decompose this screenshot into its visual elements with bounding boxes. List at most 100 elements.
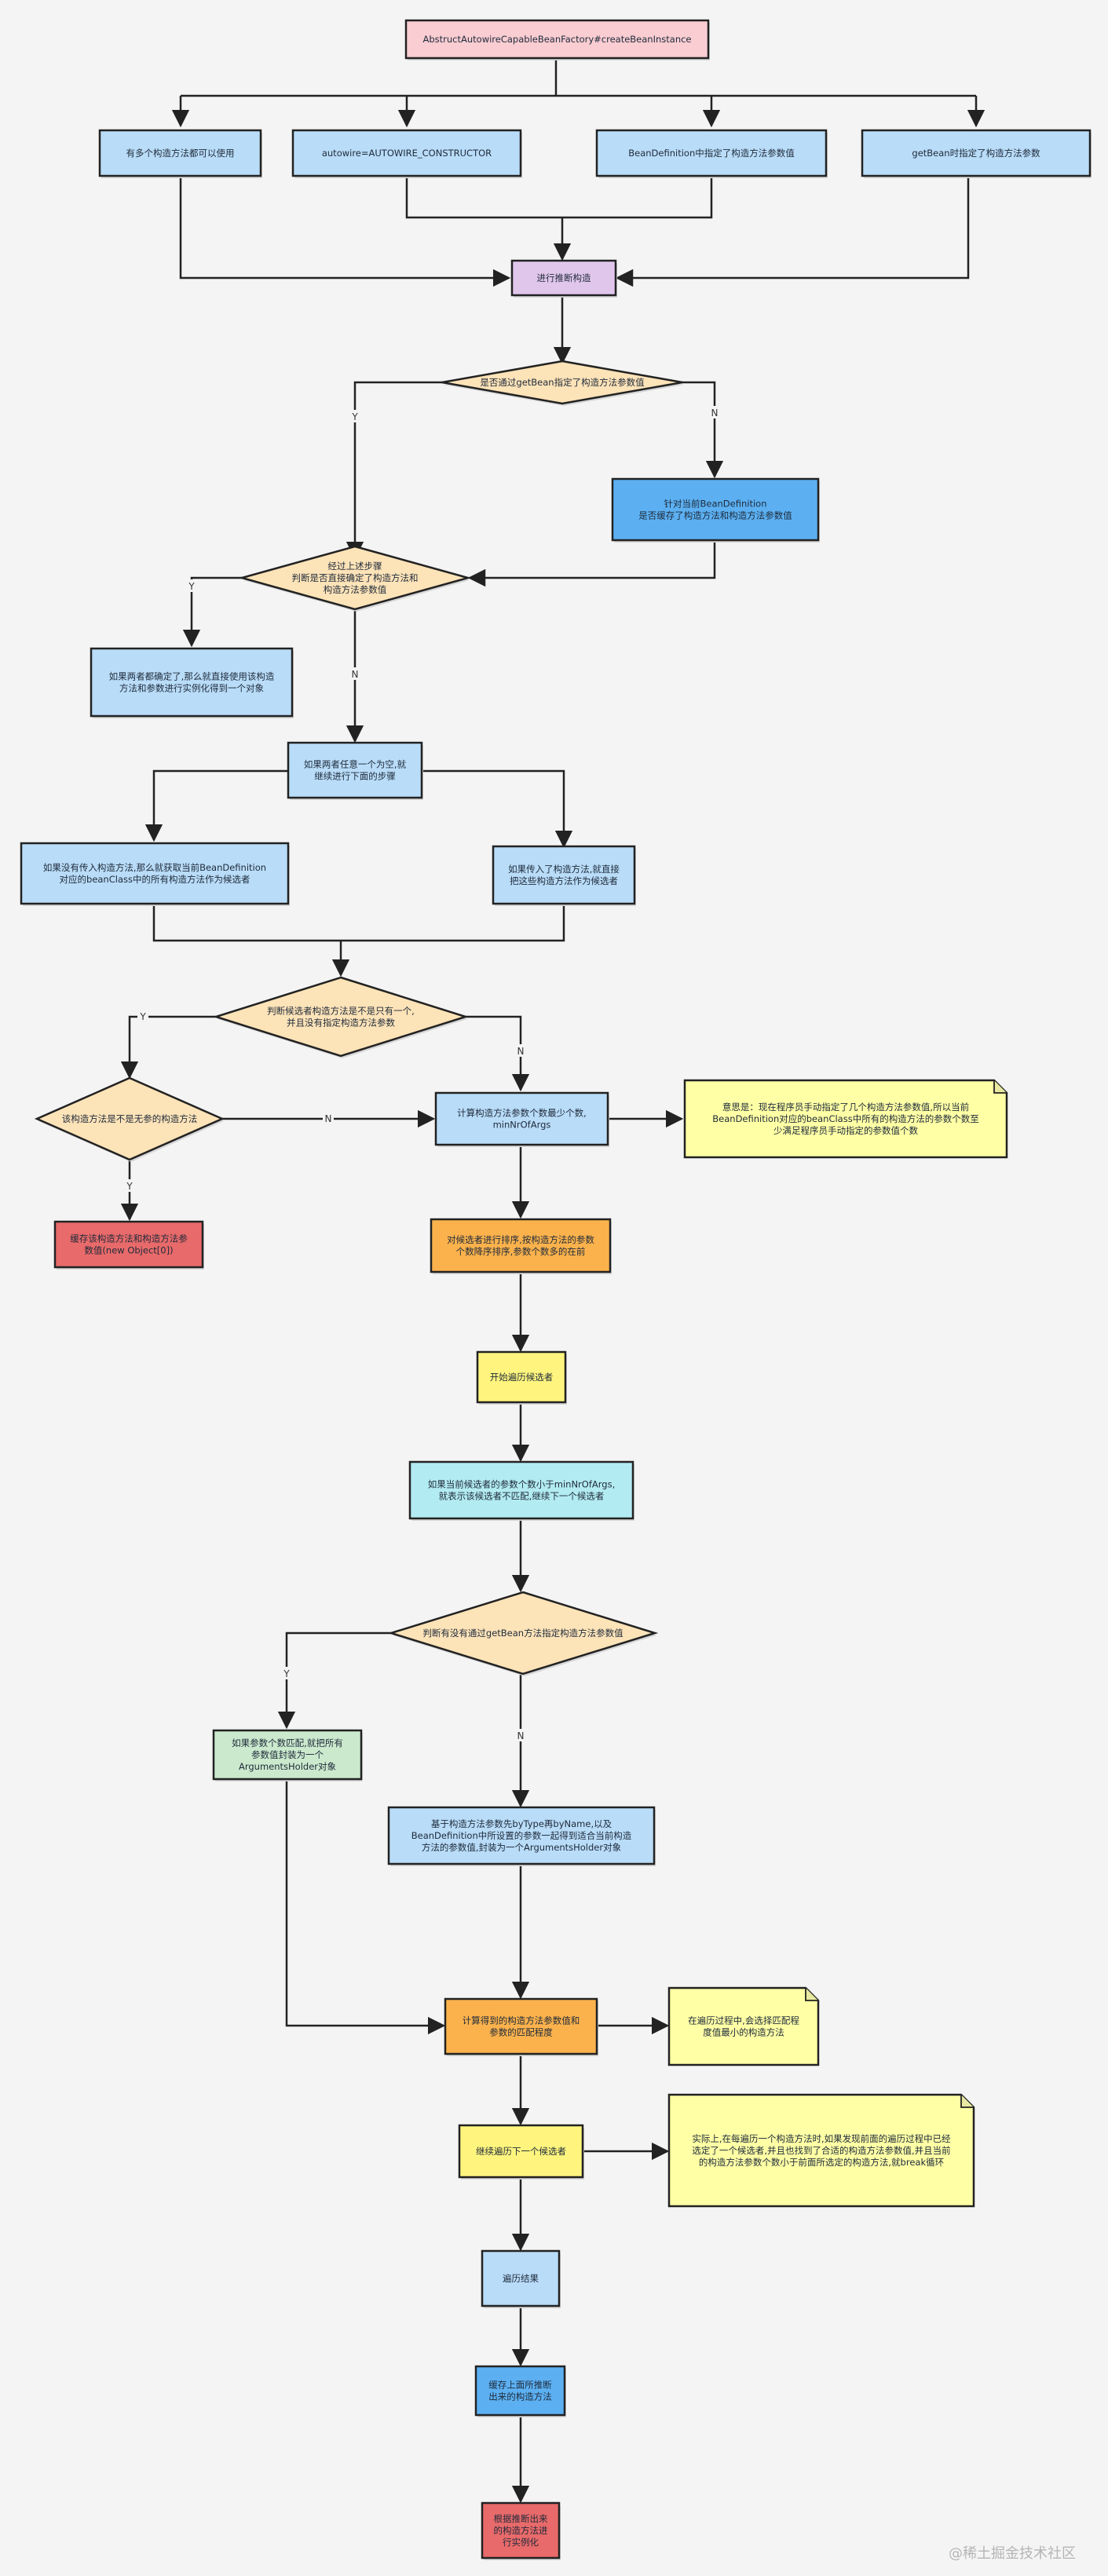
node-shape [861,129,1092,177]
edge-label-no: N [325,1113,332,1124]
edge-label-yes: Y [139,1011,146,1022]
node-shape [291,129,522,177]
node-label: 对候选者进行排序,按构造方法的参数 [447,1234,594,1245]
watermark-text: @稀土掘金技术社区 [949,2545,1076,2562]
node-label: 如果两者任意一个为空,就 [304,759,407,770]
node-iterate: 开始遍历候选者 [476,1350,567,1405]
node-label: 缓存上面所推断 [488,2380,552,2391]
node-label: 遍历结果 [503,2273,539,2284]
edge-label-bg [323,1112,334,1124]
node-shape [404,19,710,60]
node-shape [434,1091,609,1146]
node-label: 如果没有传入构造方法,那么就获取当前BeanDefinition [43,862,266,873]
node-label: 个数降序排序,参数个数多的在前 [456,1246,586,1257]
edge-label-bg [349,667,360,680]
node-label: 计算构造方法参数个数最少个数, [457,1108,587,1119]
note-note_break: 实际上,在每遍历一个构造方法时,如果发现前面的遍历过程中已经选定了一个候选者,并… [667,2093,975,2208]
decision-d_args_given: 判断有没有通过getBean方法指定构造方法参数值 [387,1591,659,1676]
node-label: 就表示该候选者不匹配,继续下一个候选者 [439,1491,605,1502]
node-label: 针对当前BeanDefinition [664,499,767,510]
edge-getbeanargs-infer [615,176,970,287]
node-label: 该构造方法是不是无参的构造方法 [62,1113,198,1124]
decision-d_noarg: 该构造方法是不是无参的构造方法 [34,1076,225,1162]
nodes: AbstructAutowireCapableBeanFactory#creat… [20,19,1092,2560]
edge-cache-ddet [467,540,716,587]
node-label: 进行推断构造 [537,272,591,283]
edge-multi-infer [179,176,511,287]
node-shape [287,741,423,799]
node-label: 计算得到的构造方法参数值和 [463,2015,580,2026]
node-label: 少满足程序员手动指定的参数值个数 [773,1125,918,1136]
node-label: 判断有没有通过getBean方法指定构造方法参数值 [422,1628,623,1639]
edge-dgetbean-no [682,381,724,479]
node-infer: 进行推断构造 [510,259,617,298]
node-label: 数值(new Object[0]) [84,1245,173,1256]
node-label: 对应的beanClass中的所有构造方法作为候选者 [60,874,250,885]
node-label: 基于构造方法参数先byType再byName,以及 [431,1818,613,1829]
node-label: getBean时指定了构造方法参数 [912,148,1040,159]
node-label: 方法的参数值,封装为一个ArgumentsHolder对象 [422,1842,621,1853]
edge-label-no: N [517,1046,525,1057]
edge-label-bg [137,1010,148,1022]
connectors [120,58,985,2504]
edge-label-bg [515,1729,526,1741]
node-label: BeanDefinition中指定了构造方法参数值 [628,148,795,159]
node-label: 继续遍历下一个候选者 [476,2146,566,2157]
node-shape [34,1076,225,1161]
node-shape [510,259,617,297]
node-label: 如果当前候选者的参数个数小于minNrOfArgs, [428,1479,615,1490]
edge-label-bg [124,1179,135,1192]
edge-join [152,904,565,942]
node-shape [387,1591,659,1675]
node-shape [98,129,262,177]
node-shape [492,845,636,905]
node-label: 参数的匹配程度 [489,2027,553,2038]
decision-d_single: 判断候选者构造方法是不是只有一个,并且没有指定构造方法参数 [212,976,470,1058]
node-label: BeanDefinition对应的beanClass中所有的构造方法的参数个数至 [712,1113,978,1124]
node-shape [481,2249,561,2307]
node-calc_min: 计算构造方法参数个数最少个数,minNrOfArgs [434,1091,609,1147]
node-shape [595,129,828,177]
node-label: autowire=AUTOWIRE_CONSTRUCTOR [322,148,492,159]
edge-label-no: N [352,669,359,680]
node-shape [458,2124,584,2179]
edge-label-bg [281,1667,292,1679]
node-label: 在遍历过程中,会选择匹配程 [688,2015,799,2026]
node-shape [667,1986,820,2066]
edge-label-no: N [517,1730,525,1741]
decision-d_getbean: 是否通过getBean指定了构造方法参数值 [441,360,684,406]
node-shape [238,545,472,611]
node-label: 有多个构造方法都可以使用 [126,148,235,159]
node-label: 如果两者都确定了,那么就直接使用该构造 [109,671,275,682]
edge-label-yes: Y [126,1181,133,1192]
node-label: 构造方法参数值 [324,584,387,595]
node-label: 并且没有指定构造方法参数 [287,1018,395,1029]
node-no_ctor_passed: 如果没有传入构造方法,那么就获取当前BeanDefinition对应的beanC… [20,842,290,906]
node-label: 方法和参数进行实例化得到一个对象 [119,683,264,694]
node-label: ArgumentsHolder对象 [239,1761,336,1772]
node-label: 根据推断出来 [494,2513,548,2524]
node-label: 是否缓存了构造方法和构造方法参数值 [638,510,792,521]
edge-label-bg [349,410,360,422]
edge-label-bg [709,406,720,418]
node-shape [444,1997,598,2055]
node-shape [476,1350,567,1404]
edge-dsingle-yes [120,1015,216,1080]
node-autowire_ctor: autowire=AUTOWIRE_CONSTRUCTOR [291,129,522,178]
edge-label-yes: Y [188,581,195,592]
node-skip_less: 如果当前候选者的参数个数小于minNrOfArgs,就表示该候选者不匹配,继续下… [408,1460,634,1521]
node-next_candidate: 继续遍历下一个候选者 [458,2124,584,2180]
node-shape [683,1079,1008,1159]
node-bd_args: BeanDefinition中指定了构造方法参数值 [595,129,828,178]
node-shape [430,1218,612,1273]
node-label: AbstructAutowireCapableBeanFactory#creat… [422,34,691,45]
node-label: 经过上述步骤 [328,561,382,572]
